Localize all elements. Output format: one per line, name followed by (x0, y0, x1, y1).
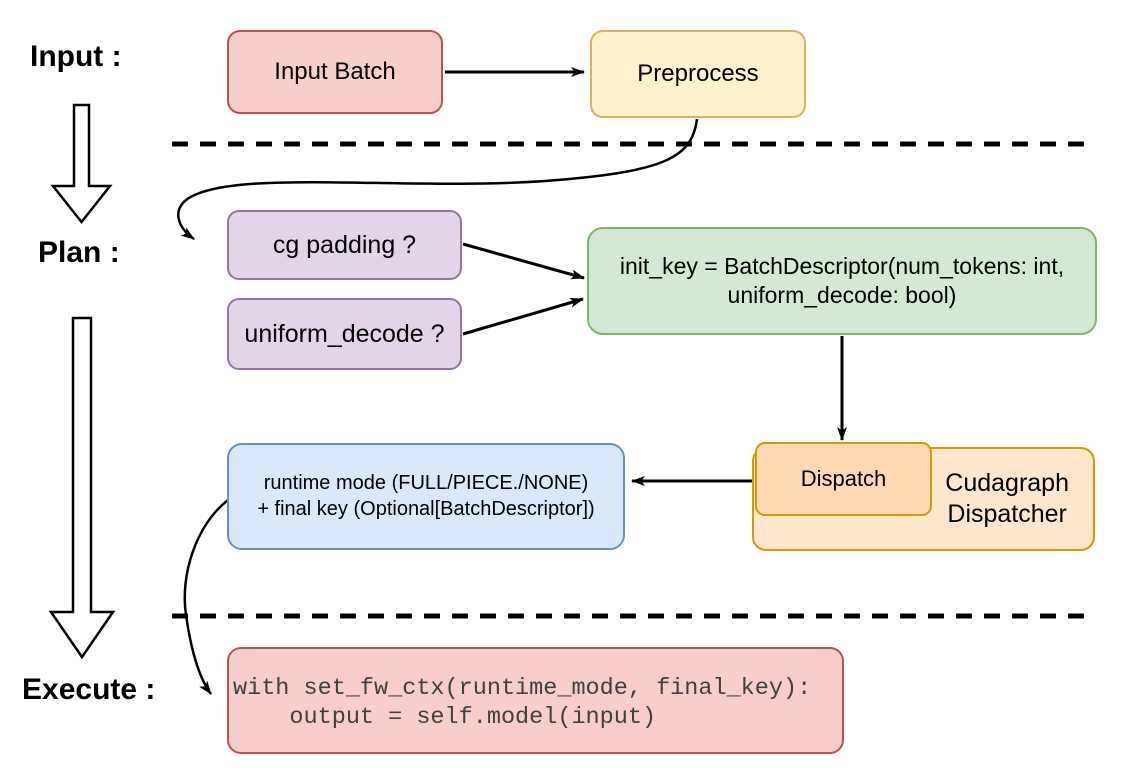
stage-arrow-plan-to-execute (48, 316, 116, 660)
node-uniform-decode-label: uniform_decode ? (244, 319, 445, 348)
node-runtime-mode: runtime mode (FULL/PIECE./NONE) + final … (227, 443, 625, 550)
node-init-key-line1: init_key = BatchDescriptor(num_tokens: i… (619, 252, 1065, 279)
arrow-uniform-decode-to-init-key (462, 297, 584, 336)
node-cg-padding-label: cg padding ? (272, 230, 417, 259)
arrow-cg-padding-to-init-key (462, 242, 585, 280)
node-dispatch-label: Dispatch (800, 466, 887, 491)
arrow-preprocess-to-cg-padding (177, 118, 699, 241)
node-preprocess: Preprocess (590, 30, 806, 118)
stage-label-plan: Plan : (38, 236, 120, 269)
stage-label-execute: Execute : (22, 673, 156, 706)
stage-arrow-input-to-plan (50, 103, 113, 225)
node-dispatch: Dispatch (755, 442, 932, 516)
node-cudagraph-line2: Dispatcher (947, 500, 1067, 528)
execute-code-block: with set_fw_ctx(runtime_mode, final_key)… (233, 674, 811, 732)
node-input-batch-label: Input Batch (274, 58, 396, 85)
node-execute-code: with set_fw_ctx(runtime_mode, final_key)… (227, 647, 844, 754)
arrow-runtime-mode-to-execute (183, 499, 229, 695)
execute-code-line2: output = self.model(input) (233, 704, 657, 731)
node-init-key: init_key = BatchDescriptor(num_tokens: i… (587, 227, 1097, 335)
node-uniform-decode: uniform_decode ? (227, 298, 462, 370)
node-preprocess-label: Preprocess (637, 60, 759, 87)
node-input-batch: Input Batch (227, 30, 443, 114)
stage-label-input: Input : (30, 40, 122, 73)
node-init-key-line2: uniform_decode: bool) (727, 282, 957, 308)
execute-code-line1: with set_fw_ctx(runtime_mode, final_key)… (233, 675, 812, 702)
node-runtime-mode-line2: + final key (Optional[BatchDescriptor]) (257, 497, 595, 520)
node-cg-padding: cg padding ? (227, 210, 462, 280)
node-runtime-mode-line1: runtime mode (FULL/PIECE./NONE) (263, 471, 589, 494)
node-cudagraph-line1: Cudagraph (945, 468, 1069, 497)
